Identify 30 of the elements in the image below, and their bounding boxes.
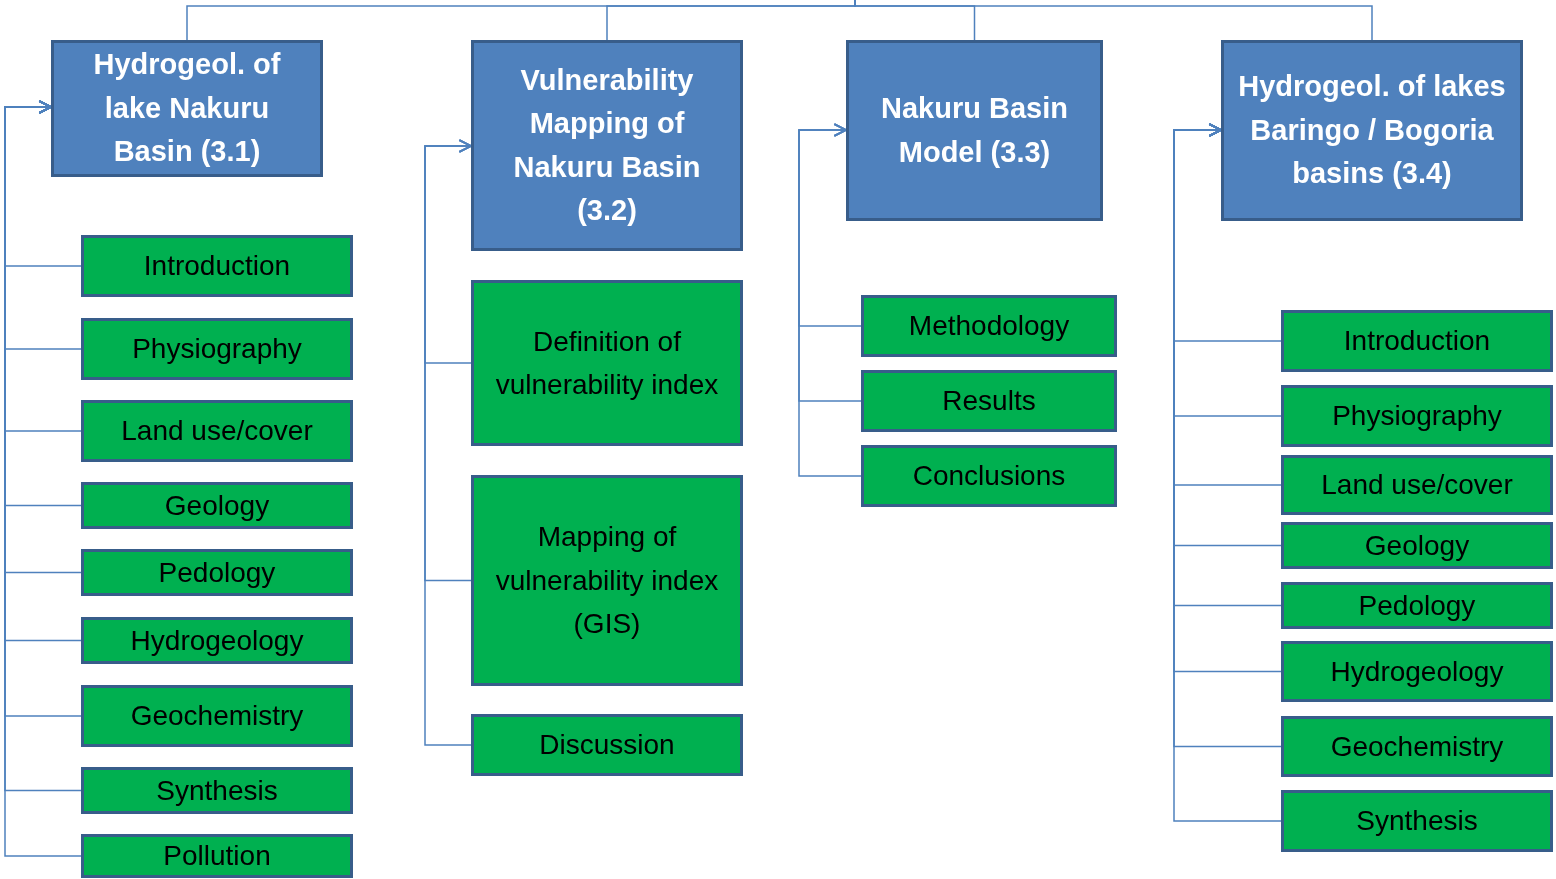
topic-box: Pedology <box>81 549 353 596</box>
topic-box: Land use/cover <box>1281 455 1553 515</box>
connector <box>424 139 472 746</box>
section-box: Hydrogeol. of lake Nakuru Basin (3.1) <box>51 40 323 177</box>
topic-box: Geology <box>1281 522 1553 569</box>
topic-box: Definition of vulnerability index <box>471 280 743 446</box>
topic-box: Synthesis <box>1281 790 1553 852</box>
section-box: Vulnerability Mapping of Nakuru Basin (3.2) <box>471 40 743 251</box>
topic-box: Pedology <box>1281 582 1553 629</box>
topic-box: Introduction <box>81 235 353 297</box>
topic-box: Results <box>861 370 1117 432</box>
topic-box: Physiography <box>1281 385 1553 447</box>
topic-box: Hydrogeology <box>81 617 353 664</box>
topic-box: Hydrogeology <box>1281 641 1553 702</box>
topic-box: Geochemistry <box>81 685 353 747</box>
section-box: Nakuru Basin Model (3.3) <box>846 40 1103 221</box>
topic-box: Introduction <box>1281 310 1553 372</box>
topic-box: Mapping of vulnerability index (GIS) <box>471 475 743 686</box>
topic-box: Geology <box>81 482 353 529</box>
topic-box: Geochemistry <box>1281 716 1553 777</box>
topic-box: Conclusions <box>861 445 1117 507</box>
topic-box: Physiography <box>81 318 353 380</box>
topic-box: Synthesis <box>81 767 353 814</box>
topic-box: Land use/cover <box>81 400 353 462</box>
topic-box: Pollution <box>81 834 353 878</box>
topic-box: Discussion <box>471 714 743 776</box>
connector <box>854 0 1373 41</box>
section-box: Hydrogeol. of lakes Baringo / Bogoria basins (3.4) <box>1221 40 1523 221</box>
connector <box>798 123 862 477</box>
topic-box: Methodology <box>861 295 1117 357</box>
